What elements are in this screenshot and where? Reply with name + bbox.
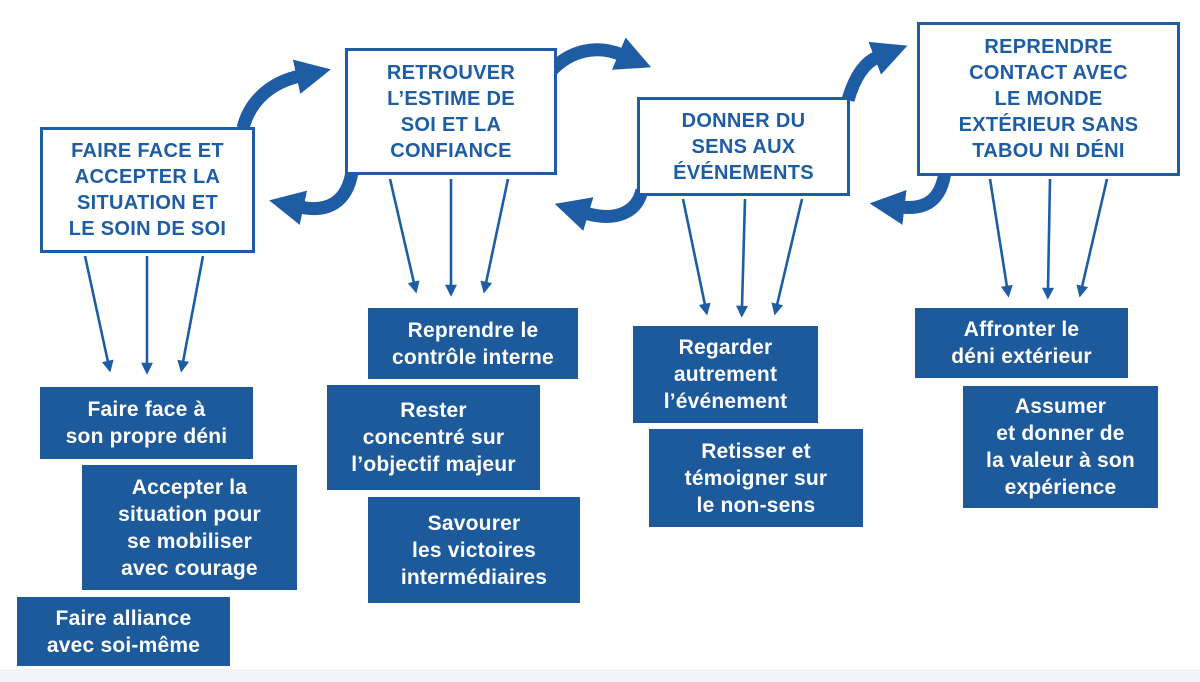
- stage-1-item-1: Faire face à son propre déni: [40, 387, 253, 459]
- stage-2-item-2: Rester concentré sur l’objectif majeur: [327, 385, 540, 490]
- stage-4-item-2: Assumer et donner de la valeur à son exp…: [963, 386, 1158, 508]
- stage-2-fan-arrow-3: [480, 178, 510, 294]
- stage-2-fan-arrow-1: [388, 178, 420, 294]
- cycle-arrow-back-3: [869, 170, 952, 225]
- stage-4-item-1: Affronter le déni extérieur: [915, 308, 1128, 378]
- stage-3-item-2: Retisser et témoigner sur le non-sens: [649, 429, 863, 527]
- stage-3-header: DONNER DU SENS AUX ÉVÉNEMENTS: [637, 97, 850, 196]
- stage-1-item-3: Faire alliance avec soi-même: [17, 597, 230, 666]
- stage-1-header: FAIRE FACE ET ACCEPTER LA SITUATION ET L…: [40, 127, 255, 253]
- cycle-arrow-back-1: [269, 170, 359, 225]
- stage-4-fan-arrow-2: [1042, 178, 1055, 300]
- cycle-arrow-forward-1: [236, 59, 331, 130]
- stage-3-fan-arrow-3: [771, 198, 804, 316]
- stage-3-fan-arrow-1: [681, 198, 711, 316]
- stage-1-item-2: Accepter la situation pour se mobiliser …: [82, 465, 297, 590]
- stage-4-fan-arrow-1: [988, 178, 1013, 298]
- cycle-arrow-forward-2: [547, 37, 652, 75]
- stage-1-fan-arrow-1: [83, 255, 114, 373]
- cycle-arrow-back-2: [554, 188, 649, 231]
- stage-2-header: RETROUVER L’ESTIME DE SOI ET LA CONFIANC…: [345, 48, 557, 175]
- stage-1-fan-arrow-3: [177, 255, 205, 373]
- stage-4-fan-arrow-3: [1076, 178, 1109, 298]
- stage-3-fan-arrow-2: [736, 198, 749, 318]
- bottom-strip: [0, 669, 1200, 682]
- stage-2-item-1: Reprendre le contrôle interne: [368, 308, 578, 379]
- stage-4-header: REPRENDRE CONTACT AVEC LE MONDE EXTÉRIEU…: [917, 22, 1180, 176]
- stage-2-item-3: Savourer les victoires intermédiaires: [368, 497, 580, 603]
- cycle-arrow-forward-3: [841, 41, 908, 102]
- stage-3-item-1: Regarder autrement l’événement: [633, 326, 818, 423]
